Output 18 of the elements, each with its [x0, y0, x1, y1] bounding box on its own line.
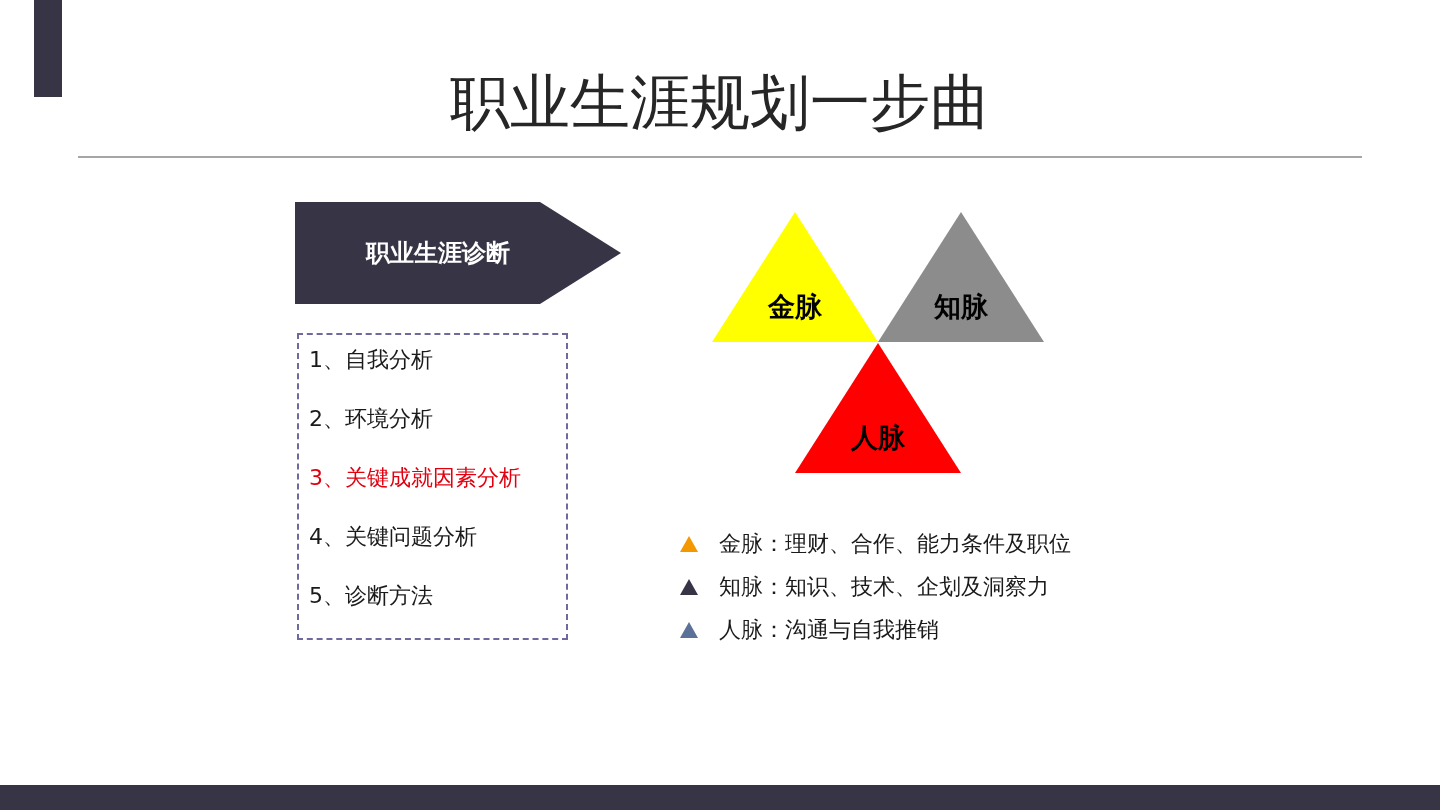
list-item: 4、关键问题分析 — [309, 523, 477, 551]
list-item: 2、环境分析 — [309, 405, 433, 433]
node-label: 人脉 — [849, 421, 906, 455]
arrow-banner — [295, 202, 621, 304]
title: 职业生涯规划一步曲 — [449, 66, 991, 139]
triangle — [712, 212, 878, 342]
list-item: 5、诊断方法 — [309, 582, 433, 610]
list-item: 1、自我分析 — [309, 346, 433, 374]
list-item: 3、关键成就因素分析 — [309, 464, 521, 492]
triangle — [795, 343, 961, 473]
node-label: 知脉 — [933, 290, 989, 324]
list-panel — [297, 333, 568, 640]
node-label: 职业生涯诊断 — [364, 238, 511, 269]
legend-text: 人脉：沟通与自我推销 — [719, 616, 939, 644]
legend-text: 金脉：理财、合作、能力条件及职位 — [719, 530, 1071, 558]
legend-text: 知脉：知识、技术、企划及洞察力 — [719, 573, 1049, 601]
triangle — [878, 212, 1044, 342]
node-label: 金脉 — [767, 290, 823, 324]
